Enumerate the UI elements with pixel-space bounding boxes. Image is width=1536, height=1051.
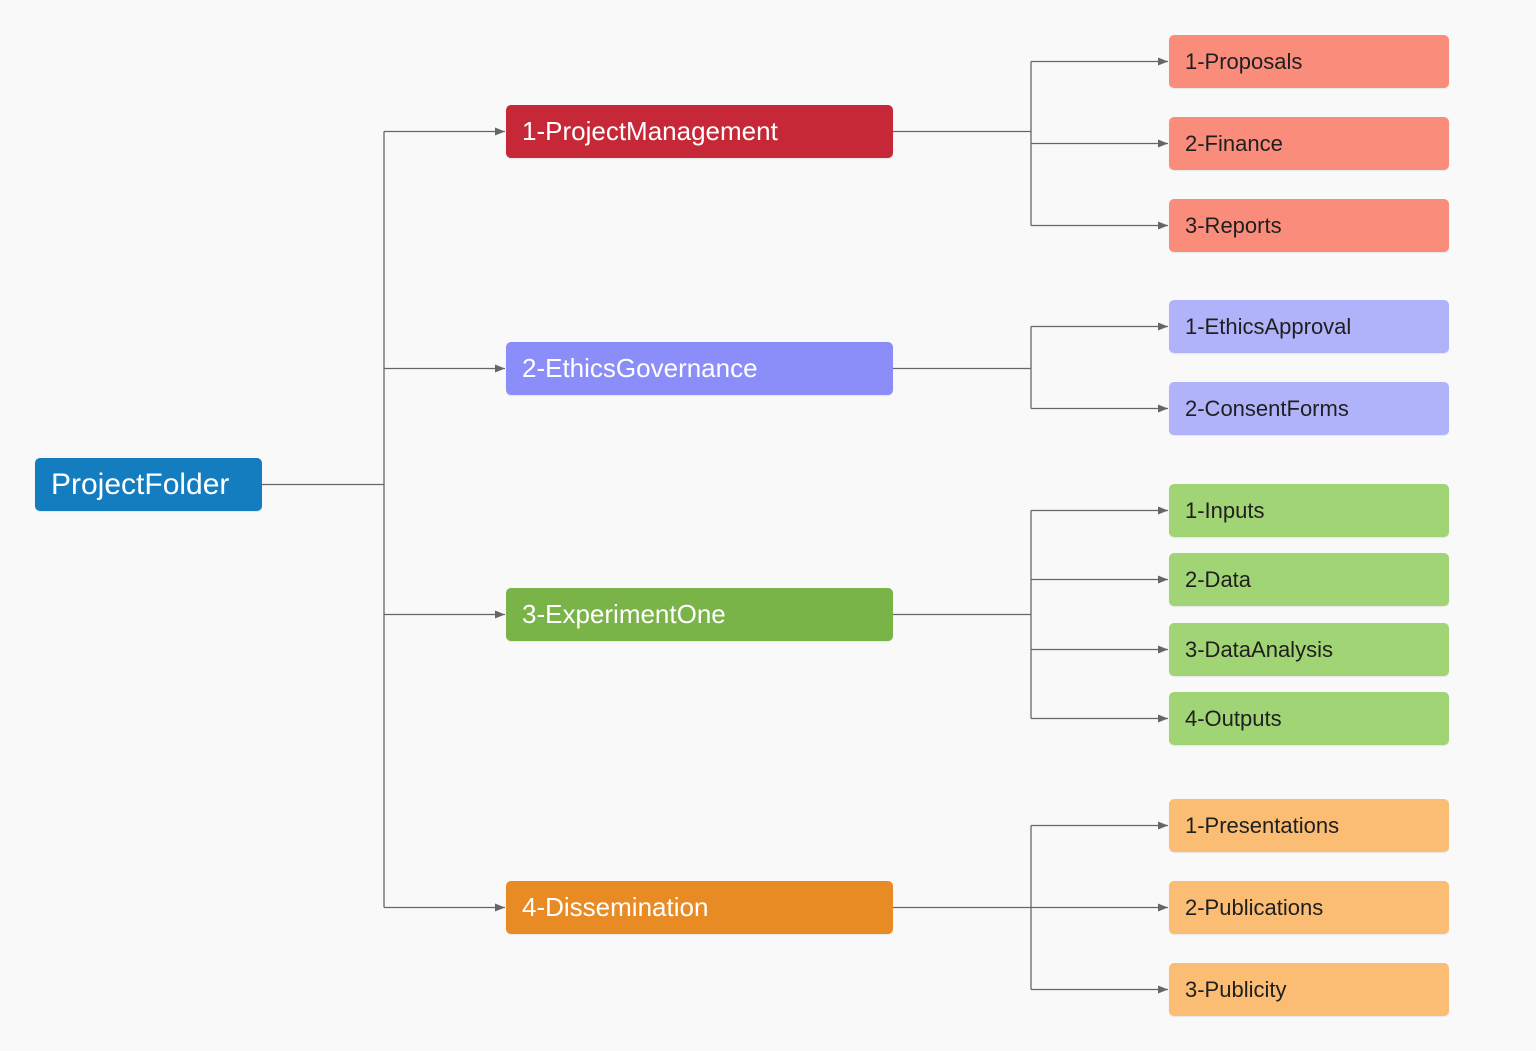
branch-node-ethicsgovernance[interactable]: 2-EthicsGovernance [506,342,893,395]
leaf-node-consentforms[interactable]: 2-ConsentForms [1169,382,1449,435]
leaf-node-ethicsapproval[interactable]: 1-EthicsApproval [1169,300,1449,353]
leaf-node-outputs[interactable]: 4-Outputs [1169,692,1449,745]
leaf-node-presentations[interactable]: 1-Presentations [1169,799,1449,852]
leaf-node-publicity[interactable]: 3-Publicity [1169,963,1449,1016]
leaf-node-inputs[interactable]: 1-Inputs [1169,484,1449,537]
leaf-node-finance[interactable]: 2-Finance [1169,117,1449,170]
leaf-node-publications[interactable]: 2-Publications [1169,881,1449,934]
leaf-node-reports[interactable]: 3-Reports [1169,199,1449,252]
branch-node-experimentone[interactable]: 3-ExperimentOne [506,588,893,641]
leaf-node-data[interactable]: 2-Data [1169,553,1449,606]
branch-node-projectmanagement[interactable]: 1-ProjectManagement [506,105,893,158]
root-node-projectfolder[interactable]: ProjectFolder [35,458,262,511]
leaf-node-proposals[interactable]: 1-Proposals [1169,35,1449,88]
branch-node-dissemination[interactable]: 4-Dissemination [506,881,893,934]
leaf-node-dataanalysis[interactable]: 3-DataAnalysis [1169,623,1449,676]
